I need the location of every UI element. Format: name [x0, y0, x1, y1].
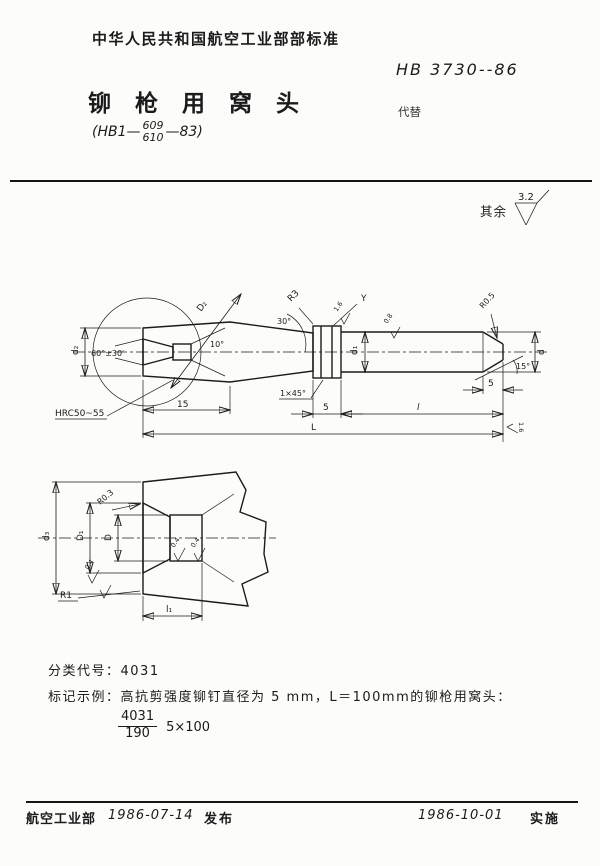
body-section-hatched [142, 471, 269, 607]
footer-org: 航空工业部 [26, 812, 97, 827]
dim-angle30-label: 30° [277, 317, 291, 326]
marking-numerator: 4031 [118, 709, 158, 727]
old-standard-ref: (HB1— 609 610 —83) [92, 120, 203, 143]
end-roughness-mark: 1.6 [506, 422, 525, 434]
roughness-note-prefix: 其余 [480, 204, 508, 219]
document-title: 铆枪用窝头 [88, 91, 323, 117]
old-standard-suffix: —83) [165, 123, 203, 140]
dim-d3-label: d₃ [42, 531, 52, 541]
roughness-value: 3.2 [518, 192, 534, 203]
general-roughness-note: 其余 3.2 [480, 189, 558, 230]
dim-l1-label: l₁ [166, 605, 173, 615]
dim-total-length-label: L [311, 423, 316, 433]
dim-chamfer-label: 1×45° [280, 389, 306, 398]
marking-example-label: 标记示例： [48, 690, 121, 705]
cavity-detail-drawing: d₃ D₁ D R0.3 0.4 0.4 0.4 [38, 471, 276, 621]
dim-D1-label: D₁ [76, 530, 86, 541]
dim-d2-label: d₂ [71, 345, 81, 355]
roughness-check-icon [340, 312, 351, 325]
roughness-check-icon [173, 547, 186, 562]
marking-designation: 4031 190 5×100 [118, 709, 211, 742]
roughness-symbol-icon: 3.2 [514, 189, 550, 226]
old-standard-denominator: 610 [142, 130, 164, 144]
footer-release-label: 发布 [204, 812, 235, 827]
hardness-note: HRC50~55 [55, 409, 104, 419]
standard-org-line: 中华人民共和国航空工业部部标准 [92, 30, 340, 48]
marking-example-line: 标记示例：高抗剪强度铆钉直径为 5 mm，L＝100mm的铆枪用窝头： [48, 686, 512, 705]
marking-denominator: 190 [125, 725, 150, 741]
dim-angle60-label: 60°±30′ [91, 349, 124, 358]
class-code-label: 分类代号： [48, 664, 121, 679]
marking-example-text: 高抗剪强度铆钉直径为 5 mm，L＝100mm的铆枪用窝头： [120, 690, 512, 705]
dim-R1-label: R1 [60, 591, 72, 601]
dim-R03-label: R0.3 [96, 488, 116, 507]
old-standard-numerator: 609 [142, 119, 164, 132]
dim-angle15-label: 15° [516, 362, 530, 371]
class-code-value: 4031 [120, 664, 160, 679]
dim-R3-label: R3 [286, 289, 302, 305]
roughness-check-icon [99, 584, 112, 599]
replaces-label: 代替 [398, 105, 421, 119]
marking-fraction: 4031 190 [118, 709, 158, 742]
dim-angle10-label: 10° [210, 340, 224, 349]
dim-shank-length-label: l [417, 403, 420, 413]
detail-view-dimensions: d₃ D₁ D R0.3 0.4 0.4 0.4 [42, 482, 206, 621]
roughness-check-icon [193, 547, 206, 562]
standard-number: HB 3730--86 [396, 60, 519, 79]
footer-divider [26, 801, 578, 803]
dim-head-length-label: 15 [177, 400, 188, 410]
footer-impl-date: 1986-10-01 [418, 808, 504, 823]
old-standard-fraction: 609 610 [143, 120, 164, 143]
footer-release-date: 1986-07-14 [108, 808, 194, 823]
y-reference-label: Y [360, 294, 367, 304]
roughness-check-icon [87, 569, 100, 584]
roughness-check-icon [390, 326, 401, 339]
footer-impl-label: 实施 [530, 812, 561, 827]
end-roughness-value: 1.6 [517, 422, 525, 432]
dim-tip-length-label: 5 [488, 379, 494, 389]
main-view-drawing: d₂ 60°±30′ D₂ 30° R3 10° Y 1.6 0.8 [55, 289, 547, 442]
main-view-dimensions: d₂ 60°±30′ D₂ 30° R3 10° Y 1.6 0.8 [55, 289, 547, 442]
header-divider [10, 180, 592, 182]
dim-D-label: D [104, 534, 114, 541]
dim-collar-width-label: 5 [323, 403, 329, 413]
class-code-line: 分类代号：4031 [48, 660, 160, 679]
shank-roughness-value: 0.8 [382, 312, 394, 325]
groove-roughness-value: 1.6 [332, 300, 344, 313]
marking-spec: 5×100 [166, 720, 211, 736]
old-standard-prefix: (HB1— [92, 123, 141, 140]
dim-d1-label: d₁ [350, 345, 360, 355]
dim-R05-label: R0.5 [478, 291, 497, 311]
cavity-section-profile [142, 471, 269, 607]
lip-roughness: 0.4 [83, 558, 95, 571]
dim-D2-label: D₂ [195, 299, 210, 314]
